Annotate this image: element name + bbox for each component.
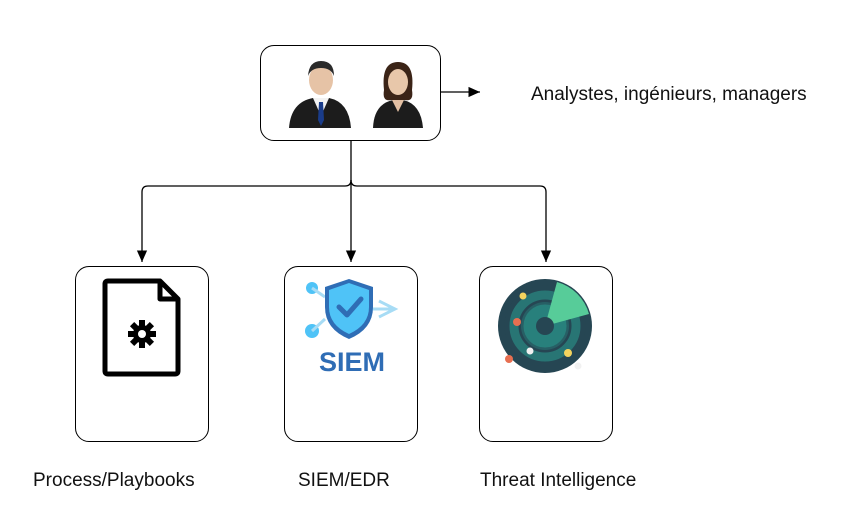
siem-label: SIEM/EDR xyxy=(298,470,390,491)
process-node xyxy=(75,266,209,442)
arrow-to-threat xyxy=(350,179,552,262)
people-icon xyxy=(289,61,423,128)
process-label: Process/Playbooks xyxy=(33,470,195,491)
threat-label: Threat Intelligence xyxy=(480,470,637,491)
radar-icon xyxy=(498,279,592,373)
siem-node: SIEM xyxy=(284,266,418,442)
team-caption: Analystes, ingénieurs, managers xyxy=(531,84,807,105)
document-gear-icon xyxy=(102,278,181,377)
team-node xyxy=(260,45,441,141)
siem-shield-icon: SIEM xyxy=(305,279,399,377)
threat-node xyxy=(479,266,613,442)
arrow-to-process xyxy=(136,141,352,262)
siem-badge-text: SIEM xyxy=(319,347,385,377)
